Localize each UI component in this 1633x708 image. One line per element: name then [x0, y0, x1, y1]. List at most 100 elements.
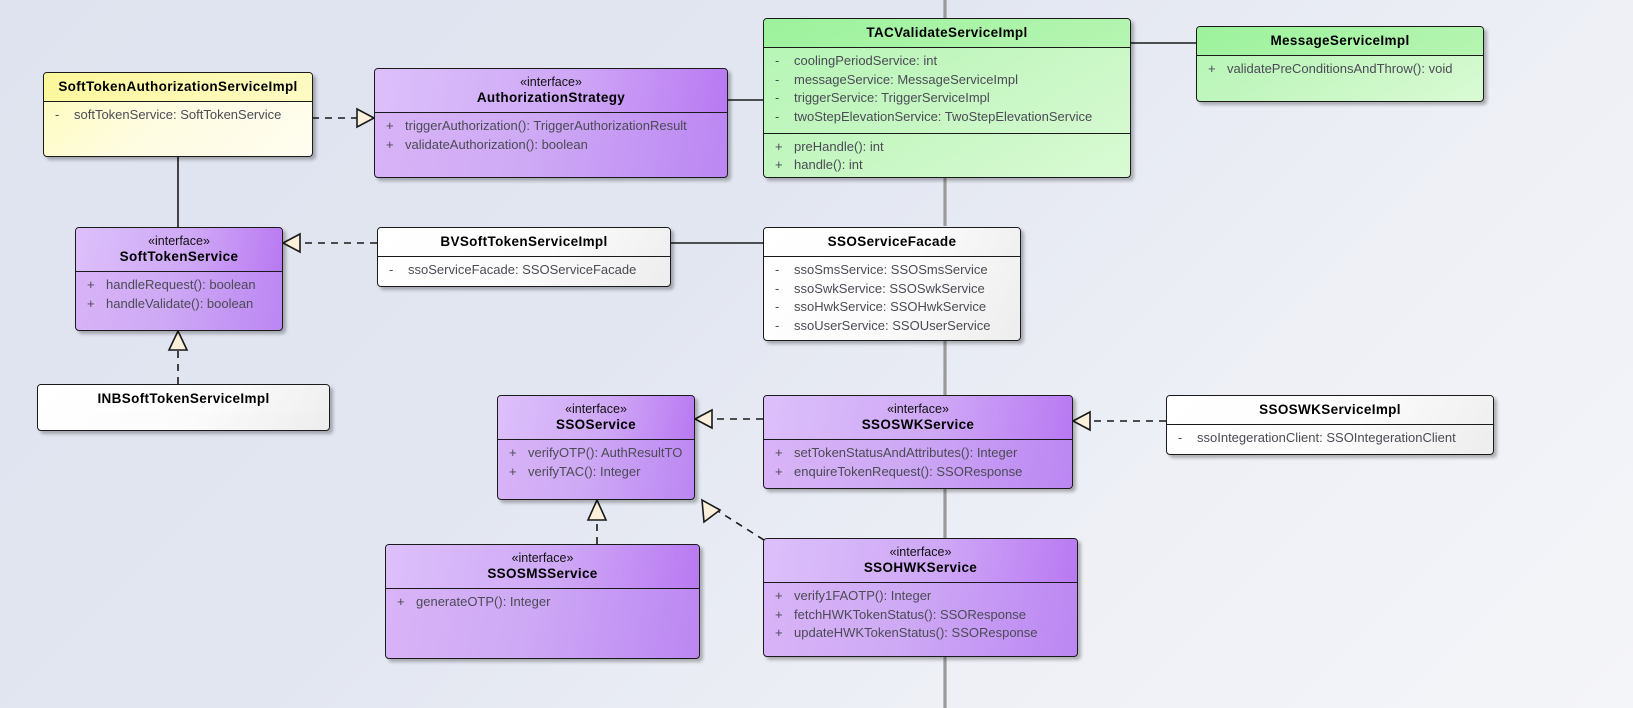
- compartment-divider: [764, 132, 1130, 134]
- attribute-signature: softTokenService: SoftTokenService: [74, 107, 282, 123]
- operation-row: + preHandle(): int: [768, 138, 1126, 157]
- attributes-compartment: - ssoSmsService: SSOSmsService - ssoSwkS…: [764, 257, 1020, 340]
- class-box-sso-swk-service-impl[interactable]: SSOSWKServiceImpl - ssoIntegerationClien…: [1166, 395, 1494, 455]
- class-stereotype: «interface»: [887, 402, 949, 416]
- operations-compartment: + preHandle(): int + handle(): int: [764, 134, 1130, 177]
- operations-compartment: + generateOTP(): Integer: [386, 589, 699, 618]
- compartment-divider: [1167, 424, 1493, 426]
- realization-arrowhead-softtokenservice-inb: [167, 329, 189, 351]
- visibility-marker: +: [775, 138, 783, 154]
- visibility-marker: +: [386, 136, 394, 152]
- class-stereotype: «interface»: [511, 551, 574, 565]
- operation-row: + fetchHWKTokenStatus(): SSOResponse: [768, 606, 1073, 625]
- class-box-tac-validate-service-impl[interactable]: TACValidateServiceImpl - coolingPeriodSe…: [763, 18, 1131, 178]
- class-box-soft-token-service[interactable]: «interface» SoftTokenService + handleReq…: [75, 227, 283, 331]
- operations-compartment: + triggerAuthorization(): TriggerAuthori…: [375, 113, 727, 160]
- class-title: SSOServiceFacade: [827, 234, 957, 249]
- attributes-compartment: - ssoIntegerationClient: SSOIntegeration…: [1167, 425, 1493, 454]
- class-title: MessageServiceImpl: [1270, 33, 1410, 48]
- class-box-sso-service-facade[interactable]: SSOServiceFacade - ssoSmsService: SSOSms…: [763, 227, 1021, 341]
- class-title: SSOSWKService: [861, 417, 975, 432]
- visibility-marker: -: [775, 280, 780, 296]
- visibility-marker: +: [775, 606, 783, 622]
- attribute-signature: ssoIntegerationClient: SSOIntegerationCl…: [1197, 430, 1456, 446]
- attribute-row: - ssoHwkService: SSOHwkService: [768, 298, 1016, 317]
- attribute-row: - softTokenService: SoftTokenService: [48, 106, 308, 125]
- operation-row: + validatePreConditionsAndThrow(): void: [1201, 60, 1479, 79]
- visibility-marker: +: [775, 445, 783, 461]
- class-stereotype: «interface»: [565, 402, 627, 416]
- compartment-divider: [764, 256, 1020, 258]
- compartment-divider: [378, 256, 670, 258]
- class-header: SSOServiceFacade: [764, 228, 1020, 257]
- attribute-row: - ssoSmsService: SSOSmsService: [768, 261, 1016, 280]
- operation-signature: enquireTokenRequest(): SSOResponse: [794, 463, 1023, 479]
- operation-signature: verify1FAOTP(): Integer: [794, 588, 932, 604]
- compartment-divider: [44, 101, 312, 103]
- class-header: INBSoftTokenServiceImpl: [38, 385, 329, 414]
- compartment-divider: [764, 47, 1130, 49]
- class-header: SoftTokenAuthorizationServiceImpl: [44, 73, 312, 102]
- compartment-divider: [764, 582, 1077, 584]
- visibility-marker: +: [397, 594, 405, 610]
- class-title: TACValidateServiceImpl: [866, 25, 1028, 40]
- attribute-row: - messageService: MessageServiceImpl: [768, 71, 1126, 90]
- visibility-marker: -: [389, 262, 394, 278]
- class-title: SSOService: [555, 417, 637, 432]
- realization-arrowhead-ssoservice-swk: [693, 408, 713, 430]
- attribute-signature: twoStepElevationService: TwoStepElevatio…: [794, 109, 1093, 125]
- class-header: «interface» SSOService: [498, 396, 694, 440]
- operations-compartment: + verify1FAOTP(): Integer + fetchHWKToke…: [764, 583, 1077, 649]
- visibility-marker: -: [1178, 430, 1183, 446]
- compartment-divider: [375, 112, 727, 114]
- class-box-authorization-strategy[interactable]: «interface» AuthorizationStrategy + trig…: [374, 68, 728, 178]
- operation-row: + verify1FAOTP(): Integer: [768, 587, 1073, 606]
- attribute-row: - ssoUserService: SSOUserService: [768, 317, 1016, 336]
- operations-compartment: + validatePreConditionsAndThrow(): void: [1197, 56, 1483, 85]
- compartment-divider: [76, 271, 282, 273]
- class-box-inb-soft-token-service-impl[interactable]: INBSoftTokenServiceImpl: [37, 384, 330, 431]
- realization-arrowhead-ssoservice-sms: [586, 498, 608, 521]
- visibility-marker: +: [87, 277, 95, 293]
- operation-row: + verifyOTP(): AuthResultTO: [502, 444, 690, 463]
- class-box-sso-hwk-service[interactable]: «interface» SSOHWKService + verify1FAOTP…: [763, 538, 1078, 657]
- realization-arrowhead-ssoservice-hwk: [701, 498, 722, 524]
- operation-row: + handleRequest(): boolean: [80, 276, 278, 295]
- class-title: SSOHWKService: [863, 560, 978, 575]
- class-header: «interface» SSOSWKService: [764, 396, 1072, 440]
- class-box-sso-service[interactable]: «interface» SSOService + verifyOTP(): Au…: [497, 395, 695, 500]
- visibility-marker: -: [775, 90, 780, 106]
- visibility-marker: -: [55, 107, 60, 123]
- attribute-row: - ssoServiceFacade: SSOServiceFacade: [382, 261, 666, 280]
- attributes-compartment: - softTokenService: SoftTokenService: [44, 102, 312, 131]
- class-box-message-service-impl[interactable]: MessageServiceImpl + validatePreConditio…: [1196, 26, 1484, 102]
- class-box-soft-token-authorization-service-impl[interactable]: SoftTokenAuthorizationServiceImpl - soft…: [43, 72, 313, 157]
- attribute-signature: ssoSmsService: SSOSmsService: [794, 262, 988, 278]
- operation-row: + handle(): int: [768, 156, 1126, 175]
- visibility-marker: -: [775, 318, 780, 334]
- class-box-bv-soft-token-service-impl[interactable]: BVSoftTokenServiceImpl - ssoServiceFacad…: [377, 227, 671, 287]
- class-header: MessageServiceImpl: [1197, 27, 1483, 56]
- class-stereotype: «interface»: [520, 75, 582, 89]
- operation-signature: verifyOTP(): AuthResultTO: [528, 445, 683, 461]
- class-stereotype: «interface»: [148, 234, 210, 248]
- class-box-sso-sms-service[interactable]: «interface» SSOSMSService + generateOTP(…: [385, 544, 700, 659]
- class-header: BVSoftTokenServiceImpl: [378, 228, 670, 257]
- attribute-signature: ssoSwkService: SSOSwkService: [794, 280, 985, 296]
- operations-compartment: + verifyOTP(): AuthResultTO + verifyTAC(…: [498, 440, 694, 487]
- attributes-compartment: - coolingPeriodService: int - messageSer…: [764, 48, 1130, 132]
- operation-signature: generateOTP(): Integer: [416, 594, 551, 610]
- attribute-row: - ssoIntegerationClient: SSOIntegeration…: [1171, 429, 1489, 448]
- class-box-sso-swk-service[interactable]: «interface» SSOSWKService + setTokenStat…: [763, 395, 1073, 489]
- class-header: «interface» AuthorizationStrategy: [375, 69, 727, 113]
- visibility-marker: +: [775, 588, 783, 604]
- visibility-marker: +: [386, 118, 394, 134]
- operation-signature: updateHWKTokenStatus(): SSOResponse: [794, 625, 1038, 641]
- attribute-row: - twoStepElevationService: TwoStepElevat…: [768, 108, 1126, 127]
- class-header: «interface» SSOHWKService: [764, 539, 1077, 583]
- realization-arrowhead-ssoswk: [1071, 410, 1091, 432]
- visibility-marker: +: [775, 463, 783, 479]
- class-title: SSOSWKServiceImpl: [1259, 402, 1401, 417]
- operation-row: + enquireTokenRequest(): SSOResponse: [768, 463, 1068, 482]
